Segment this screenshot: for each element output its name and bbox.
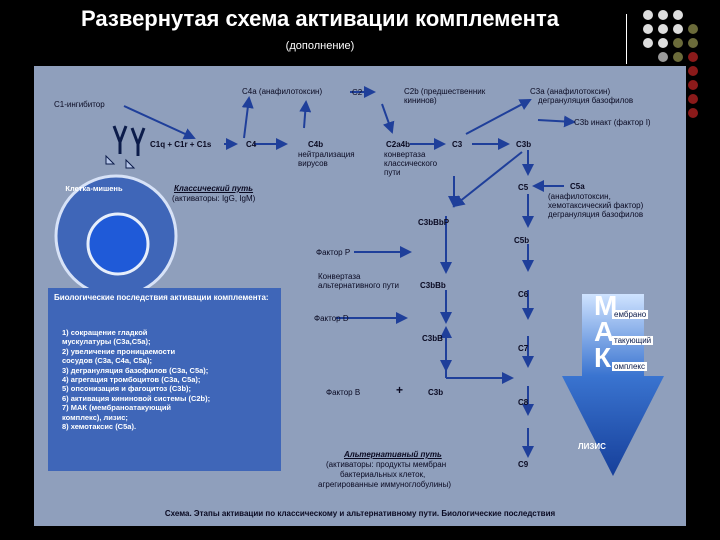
- mak-word-kompleks: омплекс: [612, 362, 647, 371]
- c3b-label: С3b: [516, 140, 532, 149]
- plus-sign: +: [396, 383, 404, 397]
- c2a4b-label-4: пути: [384, 168, 401, 177]
- decor-dot: [643, 38, 653, 48]
- decor-dot: [688, 66, 698, 76]
- c2a4b-label: С2a4b: [386, 140, 411, 149]
- mak-word-atakuyushchiy: такующий: [612, 336, 654, 345]
- antibody-icon: [112, 125, 146, 156]
- decor-dot: [658, 24, 668, 34]
- c3b-inactivation-label: С3b инакт (фактор I): [574, 118, 651, 127]
- figure-caption: Схема. Этапы активации по классическому …: [164, 509, 556, 518]
- mak-word-membrano: ембрано: [612, 310, 649, 319]
- decor-dot: [673, 38, 683, 48]
- decor-dot: [658, 38, 668, 48]
- c3a-label: С3a (анафилотоксин): [530, 87, 611, 96]
- diagram-graphics: [54, 86, 664, 476]
- c3bb-label: С3bB: [422, 334, 443, 343]
- convertase-label: Конвертаза: [318, 272, 361, 281]
- c2b-label: С2b (предшественник: [404, 87, 486, 96]
- biological-effects-title: Биологические последствия активации комп…: [54, 293, 269, 302]
- c2a4b-label-3: классического: [384, 159, 438, 168]
- decor-dot: [688, 80, 698, 90]
- receptor-icon: [105, 154, 136, 169]
- cell-label: Клетка-мишень: [65, 184, 123, 193]
- decor-dot: [688, 38, 698, 48]
- decor-dot: [688, 52, 698, 62]
- c4a-label: С4a (анафилотоксин): [242, 87, 323, 96]
- classical-pathway-activators: (активаторы: IgG, IgM): [172, 194, 256, 203]
- c3a-label-2: дегрануляция базофилов: [538, 96, 634, 105]
- convertase-label-2: альтернативного пути: [318, 281, 399, 290]
- decor-dot: [673, 10, 683, 20]
- c5-label: С5: [518, 183, 529, 192]
- alternative-pathway-activators-2: бактериальных клеток,: [340, 470, 426, 479]
- c5a-label-2: (анафилотоксин,: [548, 192, 611, 201]
- c4-label: С4: [246, 140, 257, 149]
- c5b-label: С5b: [514, 236, 530, 245]
- decor-dot: [658, 10, 668, 20]
- factor-p-label: Фактор P: [316, 248, 351, 257]
- biological-effects-box: Биологические последствия активации комп…: [48, 288, 281, 471]
- mak-letter-m: М: [594, 290, 618, 321]
- c3b-alt-label: С3b: [428, 388, 444, 397]
- factor-d-label: Фактор D: [314, 314, 349, 323]
- alternative-pathway-label: Альтернативный путь: [344, 450, 442, 459]
- slide-subtitle: (дополнение): [285, 40, 355, 52]
- c3bbbp-label: С3bBbP: [418, 218, 450, 227]
- decor-dot: [688, 108, 698, 118]
- c9-label: С9: [518, 460, 529, 469]
- title-divider: [626, 14, 627, 64]
- decor-dot: [688, 24, 698, 34]
- decor-dot: [673, 52, 683, 62]
- factor-b-label: Фактор B: [326, 388, 361, 397]
- decor-dot: [688, 94, 698, 104]
- c3bbb-label: С3bBb: [420, 281, 446, 290]
- mak-letter-k: К: [594, 342, 612, 373]
- c5a-label-4: дегрануляция базофилов: [548, 210, 644, 219]
- decor-dot: [643, 10, 653, 20]
- c2a4b-label-2: конвертаза: [384, 150, 426, 159]
- c3-label: С3: [452, 140, 463, 149]
- target-cell-nucleus: [86, 212, 150, 276]
- c4b-label-2: нейтрализация: [298, 150, 355, 159]
- alternative-pathway-activators-3: агрегированные иммуноглобулины): [318, 480, 451, 489]
- pathway-arrows: [123, 86, 576, 458]
- biological-effects-list: 1) сокращение гладкой мускулатуры (С3a,С…: [62, 328, 211, 432]
- c2-label: С2: [352, 88, 363, 97]
- c5a-label: С5a: [570, 182, 585, 191]
- slide-title: Развернутая схема активации комплемента: [81, 6, 559, 31]
- c4b-label: С4b: [308, 140, 324, 149]
- c7-label: С7: [518, 344, 529, 353]
- c6-label: С6: [518, 290, 529, 299]
- c8-label: С8: [518, 398, 529, 407]
- c1-inhibitor-label: С1-ингибитор: [54, 100, 105, 109]
- c5a-label-3: хемотаксический фактор): [548, 201, 644, 210]
- decor-dot: [643, 24, 653, 34]
- mak-letter-a: А: [594, 316, 615, 347]
- alternative-pathway-activators: (активаторы: продукты мембран: [326, 460, 447, 469]
- classical-pathway-label: Классический путь: [174, 184, 254, 193]
- decor-dot: [658, 52, 668, 62]
- c2b-label-2: кининов): [404, 96, 437, 105]
- diagram-panel: Клетка-мишень С1-ингибитор С4a (анафилот…: [34, 66, 686, 526]
- c1-complex-label: С1q + C1r + C1s: [150, 140, 212, 149]
- lysis-label: ЛИЗИС: [578, 442, 606, 451]
- c4b-label-3: вирусов: [298, 159, 328, 168]
- decor-dot: [673, 24, 683, 34]
